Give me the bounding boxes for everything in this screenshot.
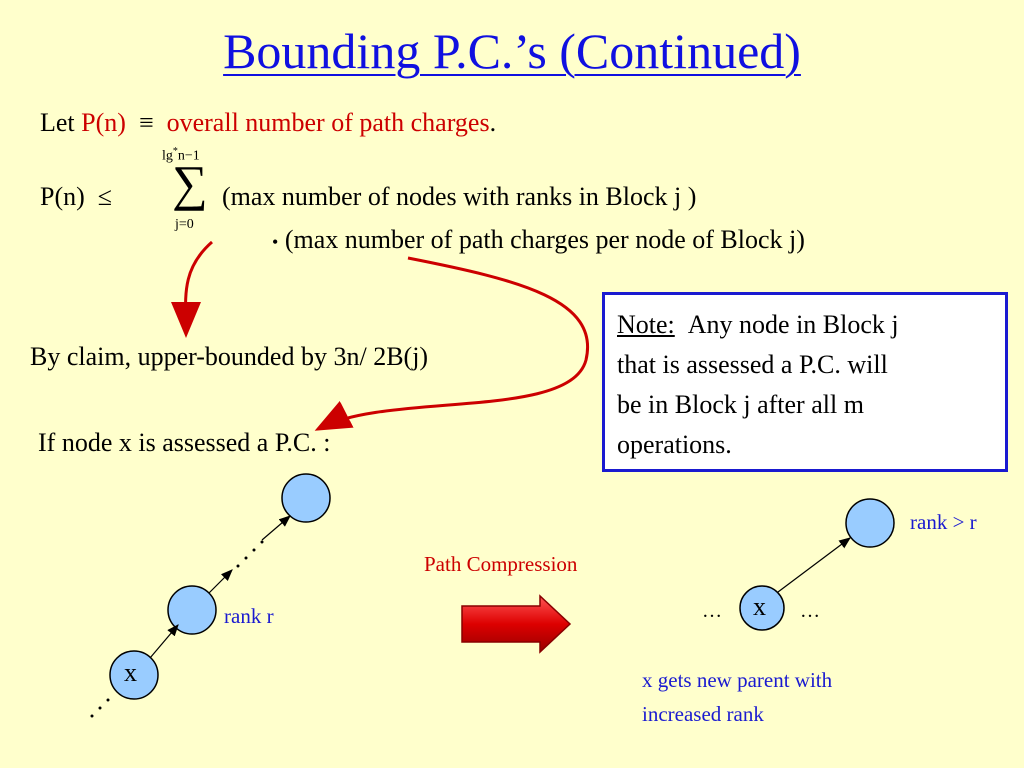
node-circle-rank-r: [167, 585, 217, 635]
rank-r-label: rank r: [224, 604, 274, 628]
curve-arrow-to-claim: [170, 240, 213, 338]
note-line-2: that is assessed a P.C. will: [617, 350, 888, 379]
node-x-right-label: x: [753, 592, 766, 621]
path-compression-label: Path Compression: [424, 552, 578, 576]
equiv-symbol: ≡: [138, 108, 154, 137]
node-circle-parent-right: [845, 498, 895, 548]
definition-text: overall number of path charges: [166, 108, 490, 137]
sum-lower-limit: j=0: [175, 217, 194, 232]
if-node-text: If node x is assessed a P.C. :: [38, 428, 331, 457]
term-charges: • (max number of path charges per node o…: [272, 225, 805, 254]
term-nodes: (max number of nodes with ranks in Block…: [222, 182, 697, 211]
edge-x-to-rank-r: [149, 624, 179, 659]
node-x-left-label: x: [124, 658, 137, 687]
sum-upper-limit: lg*n−1: [162, 146, 200, 164]
rank-gt-r-label: rank > r: [910, 510, 977, 534]
ellipsis-right: …: [800, 600, 820, 622]
edge-rank-r-to-dots: [208, 569, 233, 594]
note-box: Note: Any node in Block j that is assess…: [602, 292, 1008, 472]
note-label: Note:: [617, 310, 675, 339]
definition-period: .: [489, 108, 497, 137]
curve-arrow-to-if-node: [314, 256, 590, 431]
note-line-4: operations.: [617, 430, 732, 459]
result-line-2: increased rank: [642, 702, 764, 726]
edge-dots-to-top: [261, 515, 291, 541]
note-line-3: be in Block j after all m: [617, 390, 864, 419]
edge-x-to-parent: [777, 537, 851, 593]
dots-lower: [90, 698, 110, 718]
slide-title: Bounding P.C.’s (Continued): [223, 23, 801, 79]
path-compression-arrow: [461, 594, 572, 654]
result-line-1: x gets new parent with: [642, 668, 833, 692]
dots-upper: [236, 540, 264, 568]
claim-text: By claim, upper-bounded by 3n/ 2B(j): [30, 342, 429, 371]
node-circle-top: [281, 473, 331, 523]
pn-symbol: P(n): [81, 108, 126, 137]
ellipsis-left: …: [702, 600, 722, 622]
sigma-symbol: ∑: [172, 155, 208, 211]
note-line-1: Note: Any node in Block j: [617, 310, 899, 339]
inequality-lhs: P(n) ≤: [40, 182, 113, 211]
let-word: Let: [40, 108, 75, 137]
node-circle-x-right: [739, 585, 785, 631]
definition-line: Let P(n) ≡ overall number of path charge…: [40, 108, 496, 138]
node-circle-x-left: [109, 650, 159, 700]
